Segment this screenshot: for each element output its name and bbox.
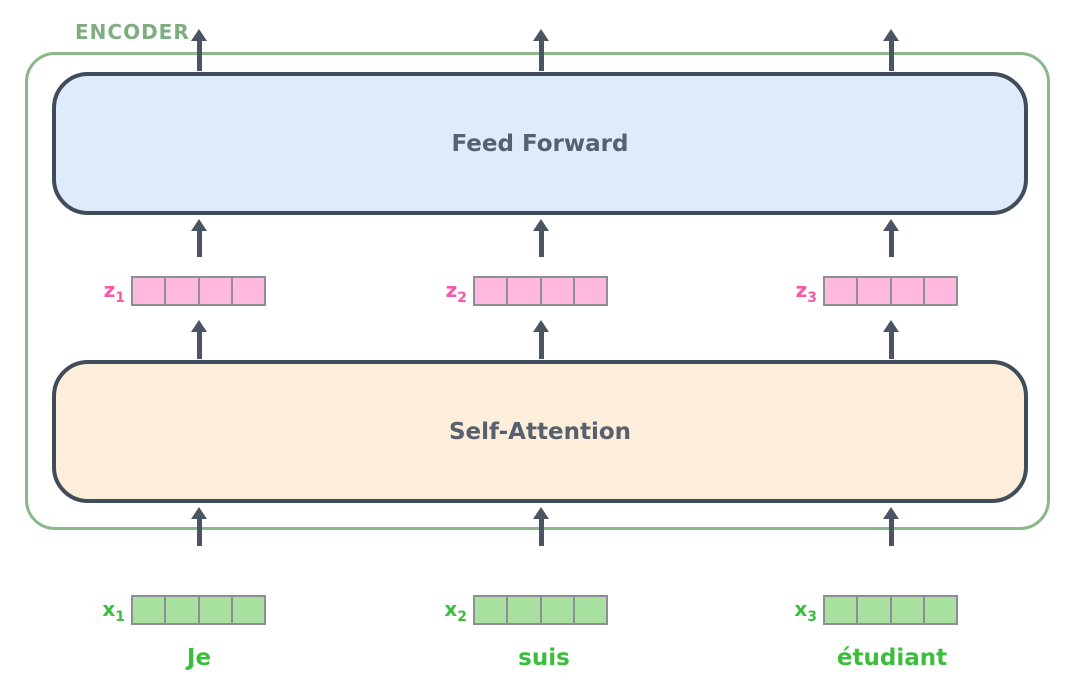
arrow-up-icon (191, 29, 207, 71)
vector-cell (539, 278, 573, 304)
arrow-up-icon (883, 320, 899, 359)
self-attention-layer: Self-Attention (52, 360, 1028, 503)
vector-cell (164, 278, 198, 304)
vector-cell (825, 278, 857, 304)
x1-label: x1 (102, 597, 125, 625)
vector-cell (230, 278, 264, 304)
arrow-up-icon (883, 507, 899, 546)
feed-forward-label: Feed Forward (451, 130, 629, 157)
z1-vector (131, 276, 266, 306)
arrow-up-icon (191, 320, 207, 359)
x2-label: x2 (444, 597, 467, 625)
vector-cell (164, 597, 198, 623)
z2-vector (473, 276, 608, 306)
vector-cell (889, 278, 923, 304)
vector-cell (572, 597, 606, 623)
x3-vector (823, 595, 958, 625)
z2-label: z2 (445, 278, 467, 306)
vector-cell (133, 597, 165, 623)
vector-cell (506, 278, 540, 304)
vector-cell (133, 278, 165, 304)
input-word-suis: suis (518, 645, 570, 671)
vector-cell (825, 597, 857, 623)
arrow-up-icon (191, 507, 207, 546)
self-attention-label: Self-Attention (448, 418, 631, 445)
vector-cell (475, 278, 507, 304)
vector-cell (506, 597, 540, 623)
input-word-je: Je (186, 645, 212, 671)
vector-cell (856, 597, 890, 623)
z3-vector (823, 276, 958, 306)
arrow-up-icon (883, 219, 899, 257)
input-word-etudiant: étudiant (836, 645, 948, 671)
vector-cell (539, 597, 573, 623)
z1-label: z1 (103, 278, 125, 306)
arrow-up-icon (533, 29, 549, 71)
vector-cell (475, 597, 507, 623)
encoder-label: ENCODER (75, 20, 190, 44)
vector-cell (922, 597, 956, 623)
vector-cell (572, 278, 606, 304)
vector-cell (856, 278, 890, 304)
arrow-up-icon (533, 219, 549, 257)
encoder-box (25, 52, 1050, 530)
vector-cell (230, 597, 264, 623)
arrow-up-icon (883, 29, 899, 71)
arrow-up-icon (191, 219, 207, 257)
z3-label: z3 (795, 278, 817, 306)
feed-forward-layer: Feed Forward (52, 72, 1028, 215)
x3-label: x3 (794, 597, 817, 625)
arrow-up-icon (533, 320, 549, 359)
x1-vector (131, 595, 266, 625)
arrow-up-icon (533, 507, 549, 546)
vector-cell (922, 278, 956, 304)
vector-cell (197, 278, 231, 304)
vector-cell (197, 597, 231, 623)
x2-vector (473, 595, 608, 625)
vector-cell (889, 597, 923, 623)
